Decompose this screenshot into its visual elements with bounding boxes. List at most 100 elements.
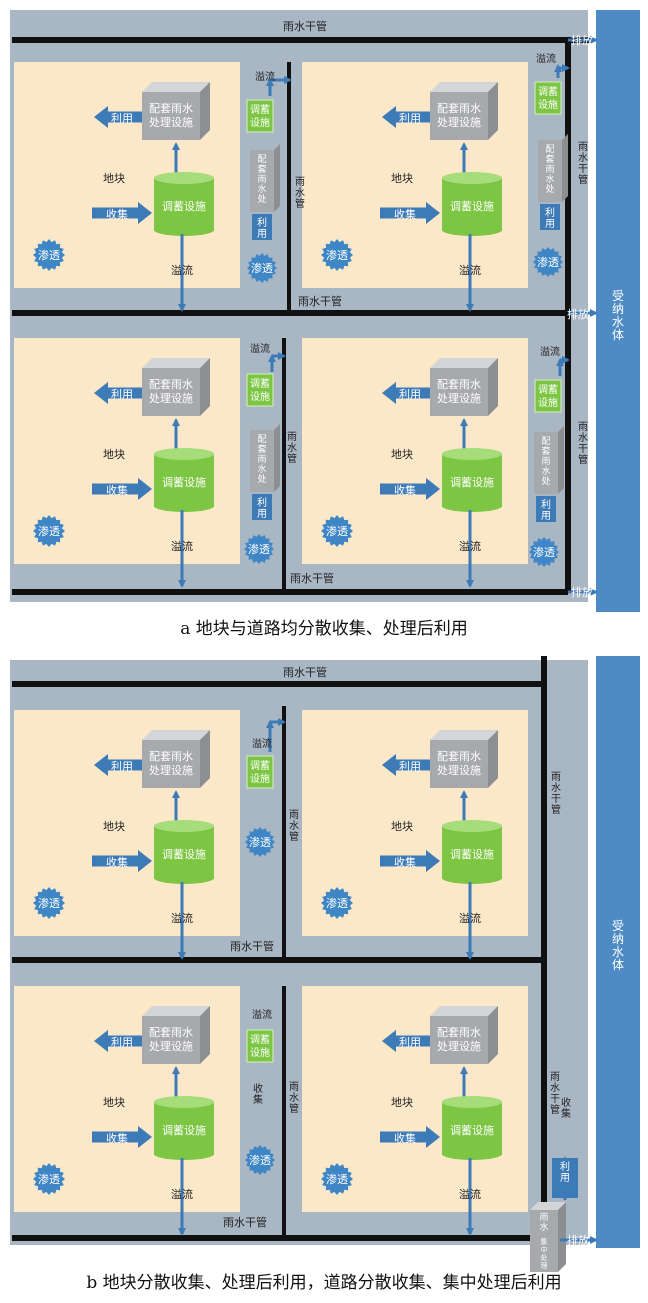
road-regulation-label-a4: 调蓄 xyxy=(538,384,558,396)
use-label-b1: 利用 xyxy=(111,760,133,773)
regulation-tank-a2-body xyxy=(442,178,502,230)
treatment-box-a1-top xyxy=(142,82,210,92)
road-treatment-a3 xyxy=(250,430,274,492)
road-treatment-a1 xyxy=(250,150,274,212)
pipe-label-b-lower-char: 管 xyxy=(289,1102,299,1115)
central-treatment-label-2-char: 理 xyxy=(541,1262,548,1270)
road-treatment-label-a3-char: 配 xyxy=(257,434,266,445)
regulation-tank-b4-top xyxy=(442,1096,502,1108)
regulation-tank-b3-body xyxy=(154,1102,214,1154)
infiltrate-badge-a1-label: 渗透 xyxy=(38,248,60,262)
collect-vertical-label-b-char: 收 xyxy=(561,1096,571,1109)
regulation-tank-a4-top xyxy=(442,448,502,460)
main-vertical-label-b-char: 雨 xyxy=(551,772,561,783)
road-use-box-a3 xyxy=(252,494,272,520)
treatment-box-b3-front xyxy=(142,1016,200,1064)
treatment-box-a1-side xyxy=(200,82,210,140)
pipe-label-a-upper: 雨水管 xyxy=(295,177,305,210)
regulation-tank-b1-bottom xyxy=(154,872,214,884)
use-arrow-b3 xyxy=(94,1030,142,1052)
receiving-water-label-b-char: 纳 xyxy=(612,932,624,946)
road-regulation-label-a4: 设施 xyxy=(538,396,558,409)
treatment-box-a1-front xyxy=(142,92,200,140)
treatment-box-b1-side xyxy=(200,730,210,788)
regulation-tank-a4-bottom xyxy=(442,500,502,512)
road-regulation-a4 xyxy=(534,379,562,413)
collect-vertical-label-b2-char: 集 xyxy=(253,1093,263,1106)
road-infiltrate-a2-label: 渗透 xyxy=(537,255,559,269)
discharge-label-b: 排放 xyxy=(567,1233,589,1247)
treatment-box-b4-top xyxy=(430,1006,498,1016)
plot-label-a4: 地块 xyxy=(391,448,413,461)
treatment-label-b3: 处理设施 xyxy=(149,1040,193,1053)
regulation-tank-b4-body xyxy=(442,1102,502,1154)
road-infiltrate-a3 xyxy=(244,534,274,564)
road-infiltrate-b2 xyxy=(245,1145,275,1175)
receiving-water-label-b-char: 水 xyxy=(612,945,624,959)
central-treatment-label-2: 集中处理 xyxy=(541,1237,548,1270)
collect-vertical-label-b: 收集 xyxy=(561,1096,571,1120)
use-arrow-a1 xyxy=(94,106,142,128)
receiving-water-label-a-char: 受 xyxy=(612,289,624,303)
main-vertical-label-b-lower: 雨水干管 xyxy=(550,1072,560,1116)
road-regulation-a1 xyxy=(246,99,274,133)
road-regulation-label-a3: 设施 xyxy=(250,390,270,403)
infiltrate-badge-b1-label: 渗透 xyxy=(38,896,60,910)
plot-label-b3: 地块 xyxy=(103,1096,125,1109)
collect-arrow-a2 xyxy=(380,202,440,224)
receiving-water-label-b-char: 受 xyxy=(612,919,624,933)
road-treatment-label-a2-char: 套 xyxy=(545,153,554,165)
treatment-label-b1: 处理设施 xyxy=(149,764,193,777)
road-treatment-label-a3-char: 套 xyxy=(257,443,266,455)
pipe-label-b-lower-char: 水 xyxy=(289,1092,299,1104)
road-use-label-a4-char: 用 xyxy=(541,511,551,522)
discharge-label-a3: 排放 xyxy=(571,585,593,599)
pipe-label-b-lower-char: 雨 xyxy=(289,1082,299,1093)
road-treatment-label-a4-char: 处 xyxy=(541,475,550,487)
infiltrate-badge-b2-label: 渗透 xyxy=(326,896,348,910)
main-vertical-label-a-upper-char: 管 xyxy=(578,173,588,186)
central-treatment-label-1-char: 雨 xyxy=(539,1212,548,1223)
receiving-water-label-a-char: 体 xyxy=(612,328,624,342)
regulation-tank-a1-top xyxy=(154,172,214,184)
use-arrow-a4 xyxy=(382,382,430,404)
pipe-label-a-lower-char: 管 xyxy=(287,452,297,465)
treatment-label-b4: 配套雨水 xyxy=(437,1026,481,1039)
road-use-label-a2: 利用 xyxy=(545,207,555,230)
regulation-tank-a4 xyxy=(442,448,502,512)
main-vertical-label-b-lower-char: 干 xyxy=(550,1094,560,1105)
pipe-label-b-lower: 雨水管 xyxy=(289,1082,299,1115)
road-treatment-label-a1-char: 配 xyxy=(257,154,266,165)
infiltrate-badge-a2-label: 渗透 xyxy=(326,248,348,262)
road-use-label-a3: 利用 xyxy=(257,497,267,520)
regulation-tank-b3-bottom xyxy=(154,1148,214,1160)
road-use-label-a1-char: 用 xyxy=(257,229,267,240)
main-vertical-label-b-lower-char: 雨 xyxy=(550,1072,560,1083)
main-pipe-label-a-top: 雨水干管 xyxy=(283,19,327,33)
road-treatment-label-a1-char: 处 xyxy=(257,193,266,205)
collect-label-a4: 收集 xyxy=(394,483,416,497)
infiltrate-badge-b3-label: 渗透 xyxy=(38,1172,60,1186)
main-pipe-label-a-bot: 雨水干管 xyxy=(290,571,334,585)
road-overflow-a4: 溢流 xyxy=(540,345,560,358)
road-treatment-label-a1-char: 套 xyxy=(257,163,266,175)
overflow-label-b4: 溢流 xyxy=(459,1187,481,1201)
regulation-tank-b2 xyxy=(442,820,502,884)
central-use-label-char: 用 xyxy=(560,1173,570,1184)
overflow-label-a1: 溢流 xyxy=(171,263,193,277)
central-treatment-label-1: 雨水 xyxy=(539,1212,548,1233)
infiltrate-badge-b3 xyxy=(33,1163,65,1195)
road-overflow-b2: 溢流 xyxy=(252,1008,272,1021)
regulation-label-a4: 调蓄设施 xyxy=(450,476,494,489)
main-vertical-label-a-upper-char: 干 xyxy=(578,164,588,175)
road-overflow-a3: 溢流 xyxy=(250,342,270,355)
pipe-label-a-lower: 雨水管 xyxy=(287,432,297,465)
central-treatment-label-2-char: 集 xyxy=(541,1237,548,1246)
overflow-label-a2: 溢流 xyxy=(459,263,481,277)
regulation-label-a3: 调蓄设施 xyxy=(162,476,206,489)
pipe-label-b-upper-char: 管 xyxy=(289,830,299,843)
treatment-box-a3 xyxy=(142,358,210,416)
main-vertical-label-a-lower-char: 雨 xyxy=(578,422,588,433)
